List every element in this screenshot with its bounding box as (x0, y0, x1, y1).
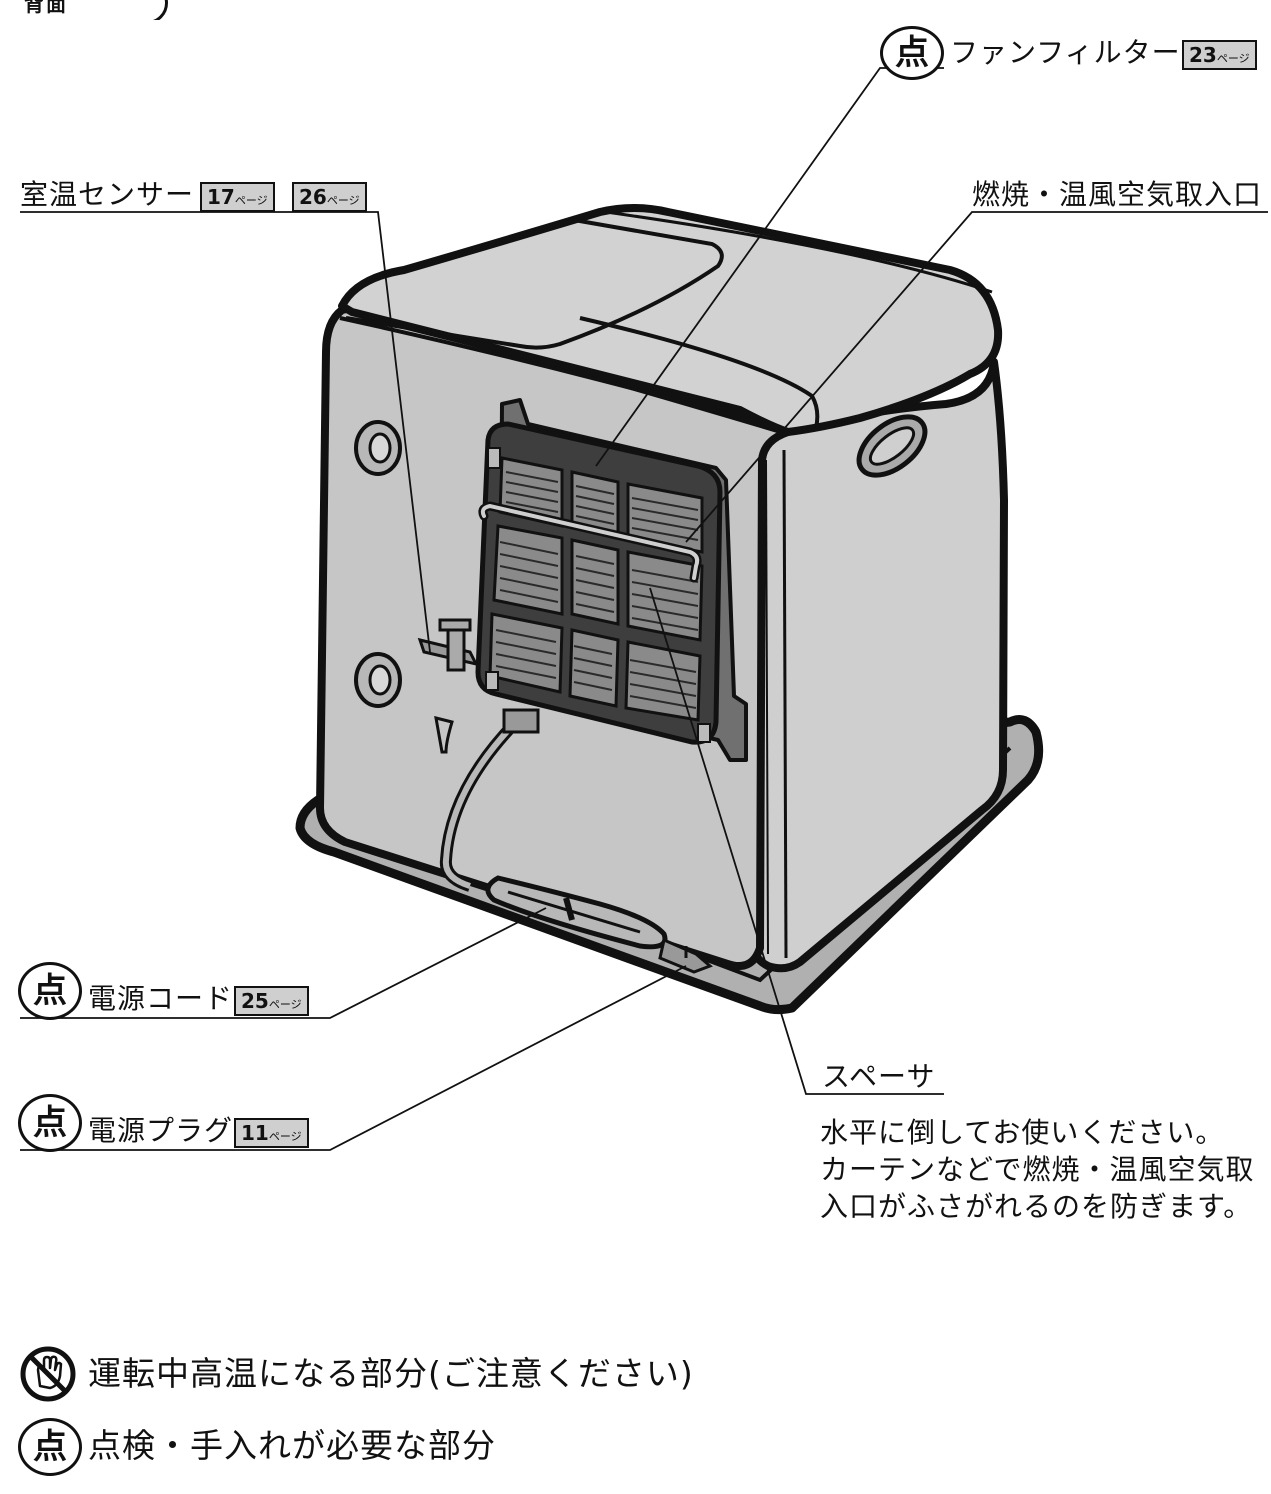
power-plug-label: 電源プラグ (88, 1114, 234, 1147)
inspect-mark-icon: 点 (880, 26, 944, 80)
leader-lines (20, 67, 1268, 1151)
no-touch-hand-icon (20, 1346, 76, 1402)
fan-filter (475, 421, 723, 745)
spacer-note-line-2: カーテンなどで燃焼・温風空気取 (820, 1153, 1255, 1186)
page-ref-badge: 23ページ (1182, 40, 1257, 70)
spacer-note-line-3: 入口がふさがれるのを防ぎます。 (820, 1190, 1253, 1223)
back-hole-lower (354, 652, 402, 708)
air-intake-label: 燃焼・温風空気取入口 (972, 178, 1263, 211)
page-ref-badge: 25ページ (234, 986, 309, 1016)
room-sensor-label: 室温センサー (20, 178, 195, 211)
fan-filter-label: ファンフィルター (950, 36, 1181, 69)
legend-hot-parts-text: 運転中高温になる部分(ご注意ください) (88, 1354, 694, 1393)
rear-view-tab-outline (0, 0, 168, 20)
page-ref-badge: 26ページ (292, 182, 367, 212)
power-cord-part (439, 708, 668, 950)
inspect-mark-icon: 点 (18, 1418, 82, 1476)
spacer-note-line-1: 水平に倒してお使いください。 (820, 1116, 1225, 1149)
spacer-label: スペーサ (822, 1060, 936, 1093)
page-ref-badge: 11ページ (234, 1118, 309, 1148)
inspect-mark-icon: 点 (18, 962, 82, 1020)
page-ref-badge: 17ページ (200, 182, 275, 212)
power-plug-part (658, 937, 713, 974)
back-hole-upper (354, 420, 402, 476)
legend-inspect-text: 点検・手入れが必要な部分 (88, 1426, 496, 1465)
power-cord-label: 電源コード (88, 982, 234, 1015)
top-lid (338, 204, 1003, 436)
rear-view-tab: 背面 (0, 0, 200, 20)
rear-view-tab-label: 背面 (24, 0, 68, 16)
inspect-mark-icon: 点 (18, 1094, 82, 1152)
